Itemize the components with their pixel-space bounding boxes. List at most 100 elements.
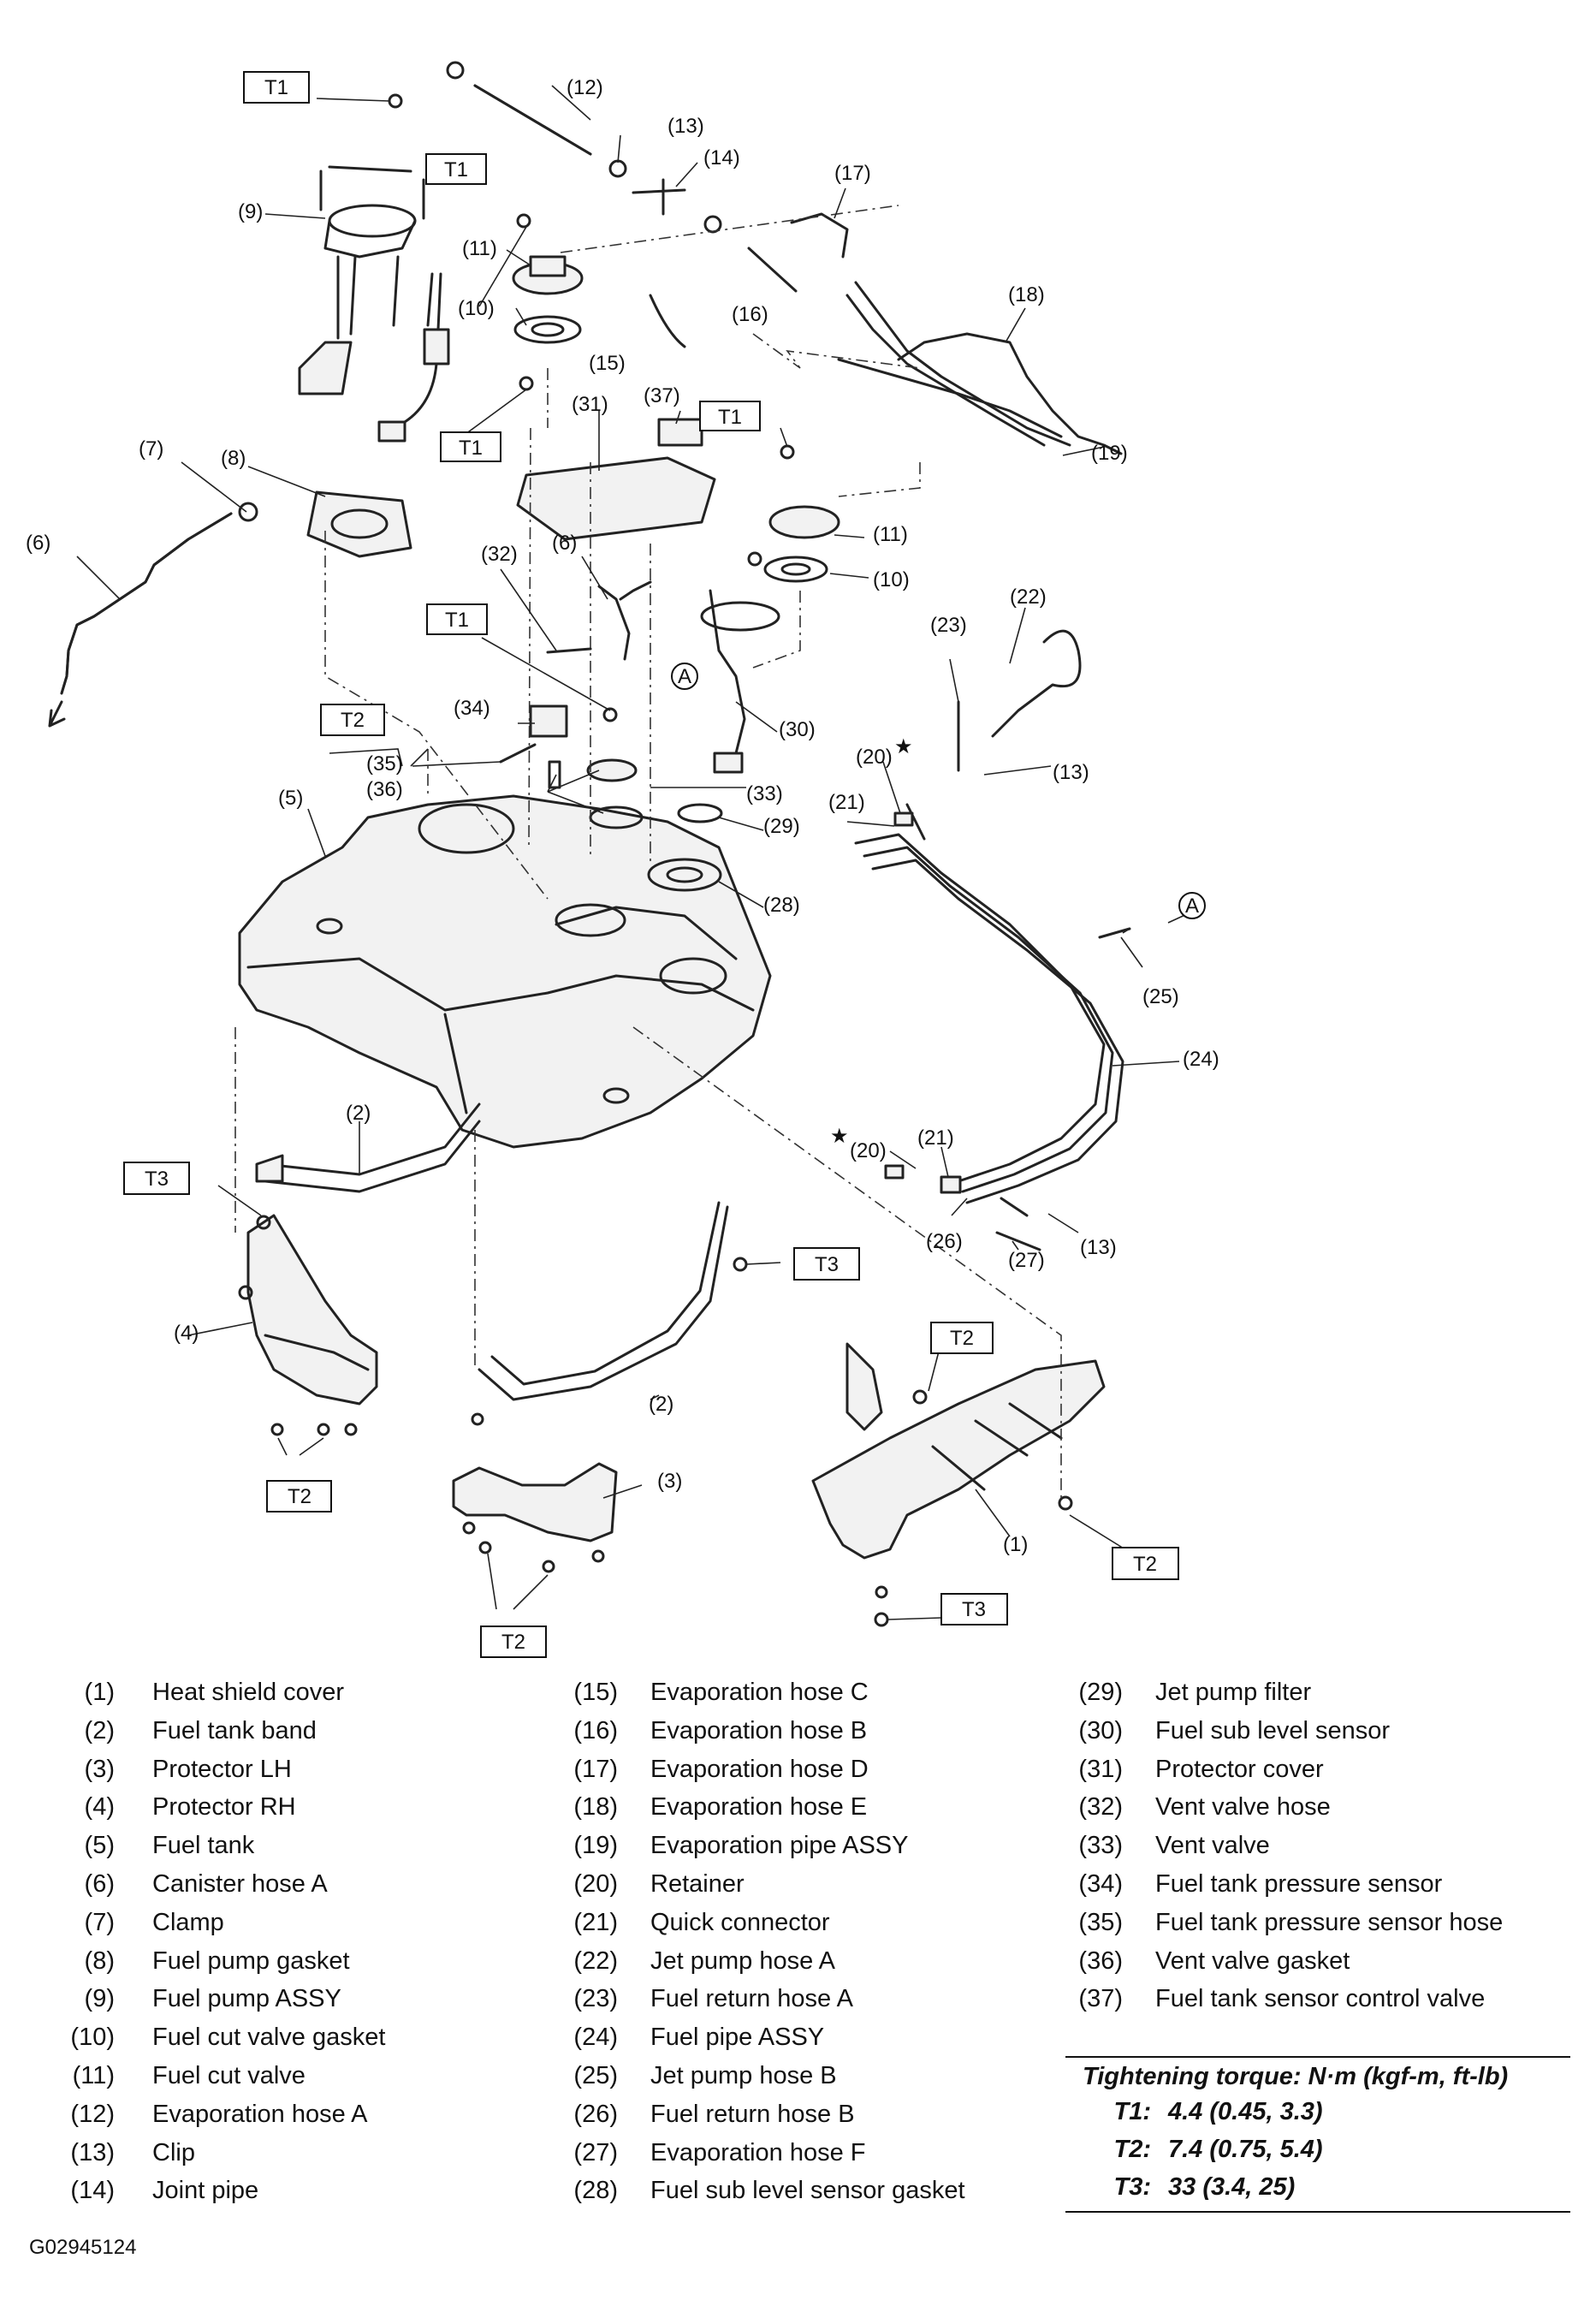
leader-lines bbox=[76, 85, 1199, 1620]
torque-tag-t2: T2 bbox=[480, 1625, 547, 1658]
legend-number: (13) bbox=[70, 2138, 115, 2166]
legend-number: (14) bbox=[70, 2177, 115, 2205]
legend-number: (36) bbox=[1078, 1946, 1123, 1975]
legend-item: (36)Vent valve gasket bbox=[1053, 1942, 1503, 1981]
figure-id: G02945124 bbox=[29, 2236, 137, 2259]
legend-part-name: Evaporation hose F bbox=[650, 2138, 866, 2166]
callout-31: (31) bbox=[572, 393, 608, 416]
fuel-cut-valve-lower-drawing bbox=[763, 505, 840, 583]
fuel-tank-drawing bbox=[238, 794, 772, 1149]
svg-text:T3: T3 bbox=[962, 1598, 986, 1621]
svg-text:T1: T1 bbox=[445, 609, 469, 632]
fuel-cut-valve-upper-drawing bbox=[512, 255, 584, 344]
callout-15: (15) bbox=[589, 352, 626, 375]
torque-value: 7.4 (0.75, 5.4) bbox=[1168, 2136, 1323, 2163]
legend-part-name: Jet pump filter bbox=[1155, 1679, 1312, 1706]
legend-item: (17)Evaporation hose D bbox=[548, 1750, 965, 1789]
fuel-pipe-assy-drawing bbox=[854, 629, 1131, 1251]
fuel-pump-assy-drawing bbox=[298, 165, 450, 443]
star-mark: ★ bbox=[830, 1125, 849, 1148]
callout-21: (21) bbox=[917, 1126, 954, 1150]
legend-item: (18)Evaporation hose E bbox=[548, 1788, 965, 1827]
legend-number: (20) bbox=[573, 1869, 618, 1898]
legend-part-name: Evaporation hose C bbox=[650, 1679, 869, 1706]
callout-13: (13) bbox=[1080, 1236, 1117, 1259]
legend-part-name: Protector cover bbox=[1155, 1755, 1324, 1783]
callout-10: (10) bbox=[458, 297, 495, 320]
legend-item: (21)Quick connector bbox=[548, 1904, 965, 1942]
callout-26: (26) bbox=[926, 1230, 963, 1253]
callout-10: (10) bbox=[873, 568, 910, 591]
legend-number: (25) bbox=[573, 2061, 618, 2089]
legend-number: (35) bbox=[1078, 1908, 1123, 1936]
callout-6: (6) bbox=[26, 532, 50, 555]
callout-7: (7) bbox=[139, 437, 163, 461]
heat-shield-cover-drawing bbox=[811, 1342, 1106, 1560]
callout-17: (17) bbox=[834, 162, 871, 185]
legend-item: (14) Joint pipe bbox=[51, 2172, 385, 2210]
callout-22: (22) bbox=[1010, 585, 1047, 609]
legend-part-name: Fuel tank bbox=[152, 1832, 255, 1860]
torque-tag-t1: T1 bbox=[426, 603, 488, 635]
callout-25: (25) bbox=[1142, 985, 1179, 1008]
legend-part-name: Fuel pipe ASSY bbox=[650, 2024, 825, 2052]
torque-row: T1:4.4 (0.45, 3.3) bbox=[1065, 2093, 1570, 2131]
callout-37: (37) bbox=[644, 384, 680, 407]
callout-3: (3) bbox=[657, 1470, 682, 1493]
legend-item: (5)Fuel tank bbox=[51, 1827, 385, 1865]
legend-column-3: (29)Jet pump filter (30)Fuel sub level s… bbox=[1053, 1673, 1503, 2018]
legend-number: (28) bbox=[573, 2177, 618, 2205]
legend-number: (8) bbox=[84, 1946, 115, 1975]
callout-23: (23) bbox=[930, 614, 967, 637]
legend-number: (26) bbox=[573, 2100, 618, 2128]
legend-number: (22) bbox=[573, 1946, 618, 1975]
callout-20: (20) bbox=[850, 1139, 887, 1162]
svg-text:A: A bbox=[1185, 894, 1199, 918]
fuel-pump-gasket-drawing bbox=[238, 490, 412, 558]
legend-item: (37)Fuel tank sensor control valve bbox=[1053, 1980, 1503, 2018]
callout-18: (18) bbox=[1008, 283, 1045, 306]
svg-text:T3: T3 bbox=[145, 1168, 169, 1191]
legend-item: (33)Vent valve bbox=[1053, 1827, 1503, 1865]
legend-part-name: Quick connector bbox=[650, 1908, 830, 1936]
callout-2: (2) bbox=[649, 1393, 673, 1416]
legend-part-name: Jet pump hose A bbox=[650, 1946, 836, 1975]
legend-part-name: Vent valve hose bbox=[1155, 1793, 1331, 1822]
legend-part-name: Fuel cut valve bbox=[152, 2061, 306, 2089]
callout-33: (33) bbox=[746, 782, 783, 805]
callout-9: (9) bbox=[238, 200, 263, 223]
callout-32: (32) bbox=[481, 543, 518, 566]
legend-number: (32) bbox=[1078, 1793, 1123, 1822]
legend-part-name: Fuel tank pressure sensor bbox=[1155, 1869, 1443, 1898]
torque-tag-t2: T2 bbox=[320, 704, 385, 736]
fuel-sub-level-sensor-drawing bbox=[700, 589, 780, 774]
svg-text:T1: T1 bbox=[444, 158, 468, 181]
protector-rh-drawing bbox=[246, 1214, 378, 1406]
callout-11: (11) bbox=[873, 523, 908, 546]
legend-part-name: Evaporation hose A bbox=[152, 2100, 368, 2128]
legend-item: (24)Fuel pipe ASSY bbox=[548, 2018, 965, 2057]
legend-part-name: Jet pump hose B bbox=[650, 2061, 837, 2089]
connector-a-mark: A bbox=[671, 663, 698, 690]
legend-part-name: Joint pipe bbox=[152, 2177, 259, 2205]
legend-item: (12)Evaporation hose A bbox=[51, 2095, 385, 2134]
svg-text:T1: T1 bbox=[459, 437, 483, 460]
legend-number: (2) bbox=[84, 1716, 115, 1744]
callout-12: (12) bbox=[567, 76, 603, 99]
torque-id: T1: bbox=[1113, 2098, 1152, 2125]
callout-13: (13) bbox=[667, 115, 704, 138]
torque-value: 33 (3.4, 25) bbox=[1168, 2173, 1296, 2201]
legend-part-name: Fuel tank band bbox=[152, 1716, 317, 1744]
legend-number: (16) bbox=[573, 1716, 618, 1744]
svg-text:T2: T2 bbox=[341, 709, 365, 732]
callout-6: (6) bbox=[552, 532, 577, 555]
callout-30: (30) bbox=[779, 718, 816, 741]
torque-tag-t2: T2 bbox=[1112, 1547, 1179, 1580]
callout-1: (1) bbox=[1003, 1533, 1028, 1556]
legend-part-name: Fuel sub level sensor bbox=[1155, 1716, 1391, 1744]
legend-number: (29) bbox=[1078, 1679, 1123, 1706]
svg-text:T2: T2 bbox=[288, 1485, 311, 1508]
legend-part-name: Evaporation hose E bbox=[650, 1793, 868, 1822]
legend-item: (13)Clip bbox=[51, 2134, 385, 2172]
legend-number: (11) bbox=[72, 2061, 115, 2089]
